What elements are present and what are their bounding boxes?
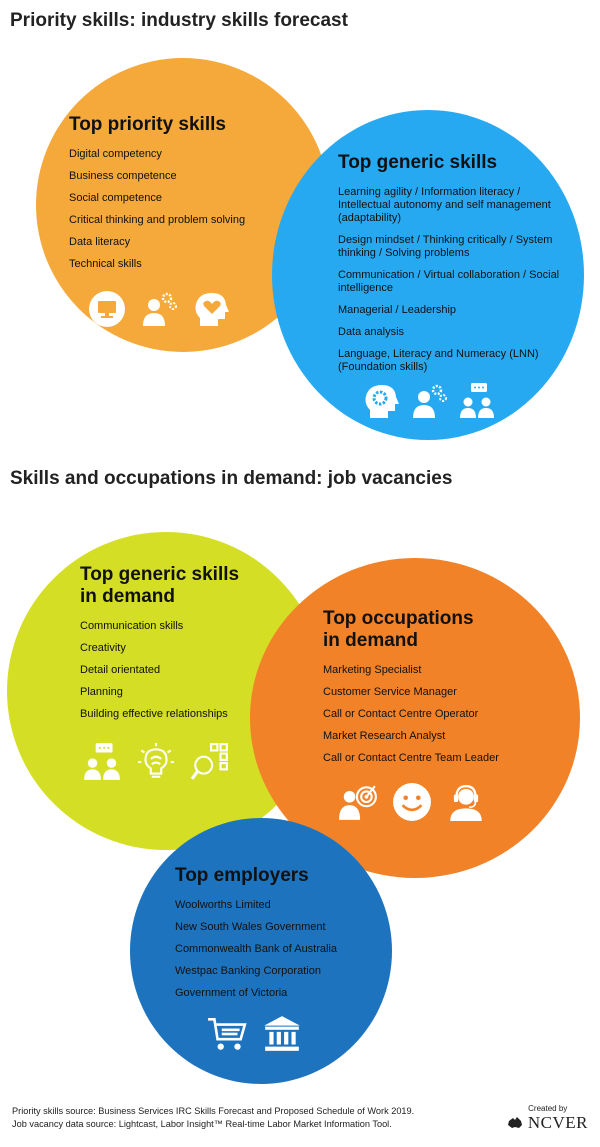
title-line: Top generic skills	[80, 564, 240, 585]
person-gears-icon	[140, 290, 178, 328]
list-item: Marketing Specialist	[323, 664, 422, 676]
list-item: Government of Victoria	[175, 987, 288, 999]
title-line: in demand	[323, 630, 419, 651]
generic-skills-circle	[272, 110, 584, 440]
group-chat-icon	[458, 382, 496, 420]
person-target-icon	[338, 782, 378, 822]
list-item: Communication / Virtual collaboration / …	[338, 269, 560, 294]
group-chat-icon	[82, 742, 122, 782]
smiley-icon	[392, 782, 432, 822]
list-item: Critical thinking and problem solving	[69, 214, 246, 226]
list-item: Managerial / Leadership	[338, 304, 457, 316]
demand-skills-icons	[82, 742, 230, 782]
section2-heading: Skills and occupations in demand: job va…	[10, 468, 453, 489]
list-item: Social competence	[69, 192, 162, 204]
generic-skills-title: Top generic skills	[338, 152, 498, 173]
bank-icon	[262, 1014, 302, 1054]
head-heart-icon	[192, 290, 230, 328]
list-item: New South Wales Government	[175, 921, 326, 933]
priority-skills-panel: Top priority skills Digital competency B…	[69, 114, 299, 280]
list-item: Market Research Analyst	[323, 730, 446, 742]
title-line: Top occupations	[323, 608, 474, 629]
occupations-circle	[250, 558, 580, 878]
list-item: Call or Contact Centre Operator	[323, 708, 479, 720]
brand-name: NCVER	[527, 1113, 588, 1132]
list-item: Detail orientated	[80, 664, 161, 676]
source-line: Priority skills source: Business Service…	[12, 1106, 415, 1116]
employers-title: Top employers	[175, 865, 309, 886]
headset-person-icon	[446, 782, 486, 822]
priority-skills-title: Top priority skills	[69, 114, 226, 135]
generic-skills-icons	[362, 382, 496, 420]
generic-skills-panel: Top generic skills Learning agility / In…	[338, 152, 564, 383]
employers-circle	[130, 818, 392, 1084]
computer-icon	[88, 290, 126, 328]
list-item: Communication skills	[80, 620, 184, 632]
shopping-cart-icon	[206, 1014, 248, 1054]
list-item: Customer Service Manager	[323, 686, 457, 698]
brain-bulb-icon	[136, 742, 176, 782]
list-item: Creativity	[80, 642, 126, 654]
list-item: Learning agility / Information literacy …	[338, 186, 551, 224]
list-item: Business competence	[69, 170, 177, 182]
list-item: Technical skills	[69, 258, 142, 270]
title-line: in demand	[80, 586, 176, 607]
australia-icon	[507, 1116, 523, 1135]
list-item: Planning	[80, 686, 123, 698]
head-gears-icon	[362, 382, 400, 420]
list-item: Building effective relationships	[80, 708, 228, 720]
occupations-icons	[338, 782, 486, 822]
list-item: Design mindset / Thinking critically / S…	[338, 234, 553, 259]
list-item: Language, Literacy and Numeracy (LNN) (F…	[338, 348, 539, 373]
source-line: Job vacancy data source: Lightcast, Labo…	[12, 1119, 392, 1129]
magnify-grid-icon	[190, 742, 230, 782]
list-item: Digital competency	[69, 148, 162, 160]
section1-heading: Priority skills: industry skills forecas…	[10, 10, 348, 31]
list-item: Commonwealth Bank of Australia	[175, 943, 338, 955]
person-gears-icon	[410, 382, 448, 420]
ncver-logo: Created by NCVER	[507, 1104, 588, 1135]
employers-panel: Top employers Woolworths Limited New Sou…	[175, 865, 385, 1009]
created-by-label: Created by	[528, 1104, 568, 1113]
employers-icons	[206, 1014, 302, 1054]
list-item: Woolworths Limited	[175, 899, 271, 911]
list-item: Data analysis	[338, 326, 405, 338]
list-item: Data literacy	[69, 236, 131, 248]
list-item: Westpac Banking Corporation	[175, 965, 321, 977]
priority-skills-icons	[88, 290, 230, 328]
list-item: Call or Contact Centre Team Leader	[323, 752, 499, 764]
source-notes: Priority skills source: Business Service…	[12, 1105, 414, 1131]
